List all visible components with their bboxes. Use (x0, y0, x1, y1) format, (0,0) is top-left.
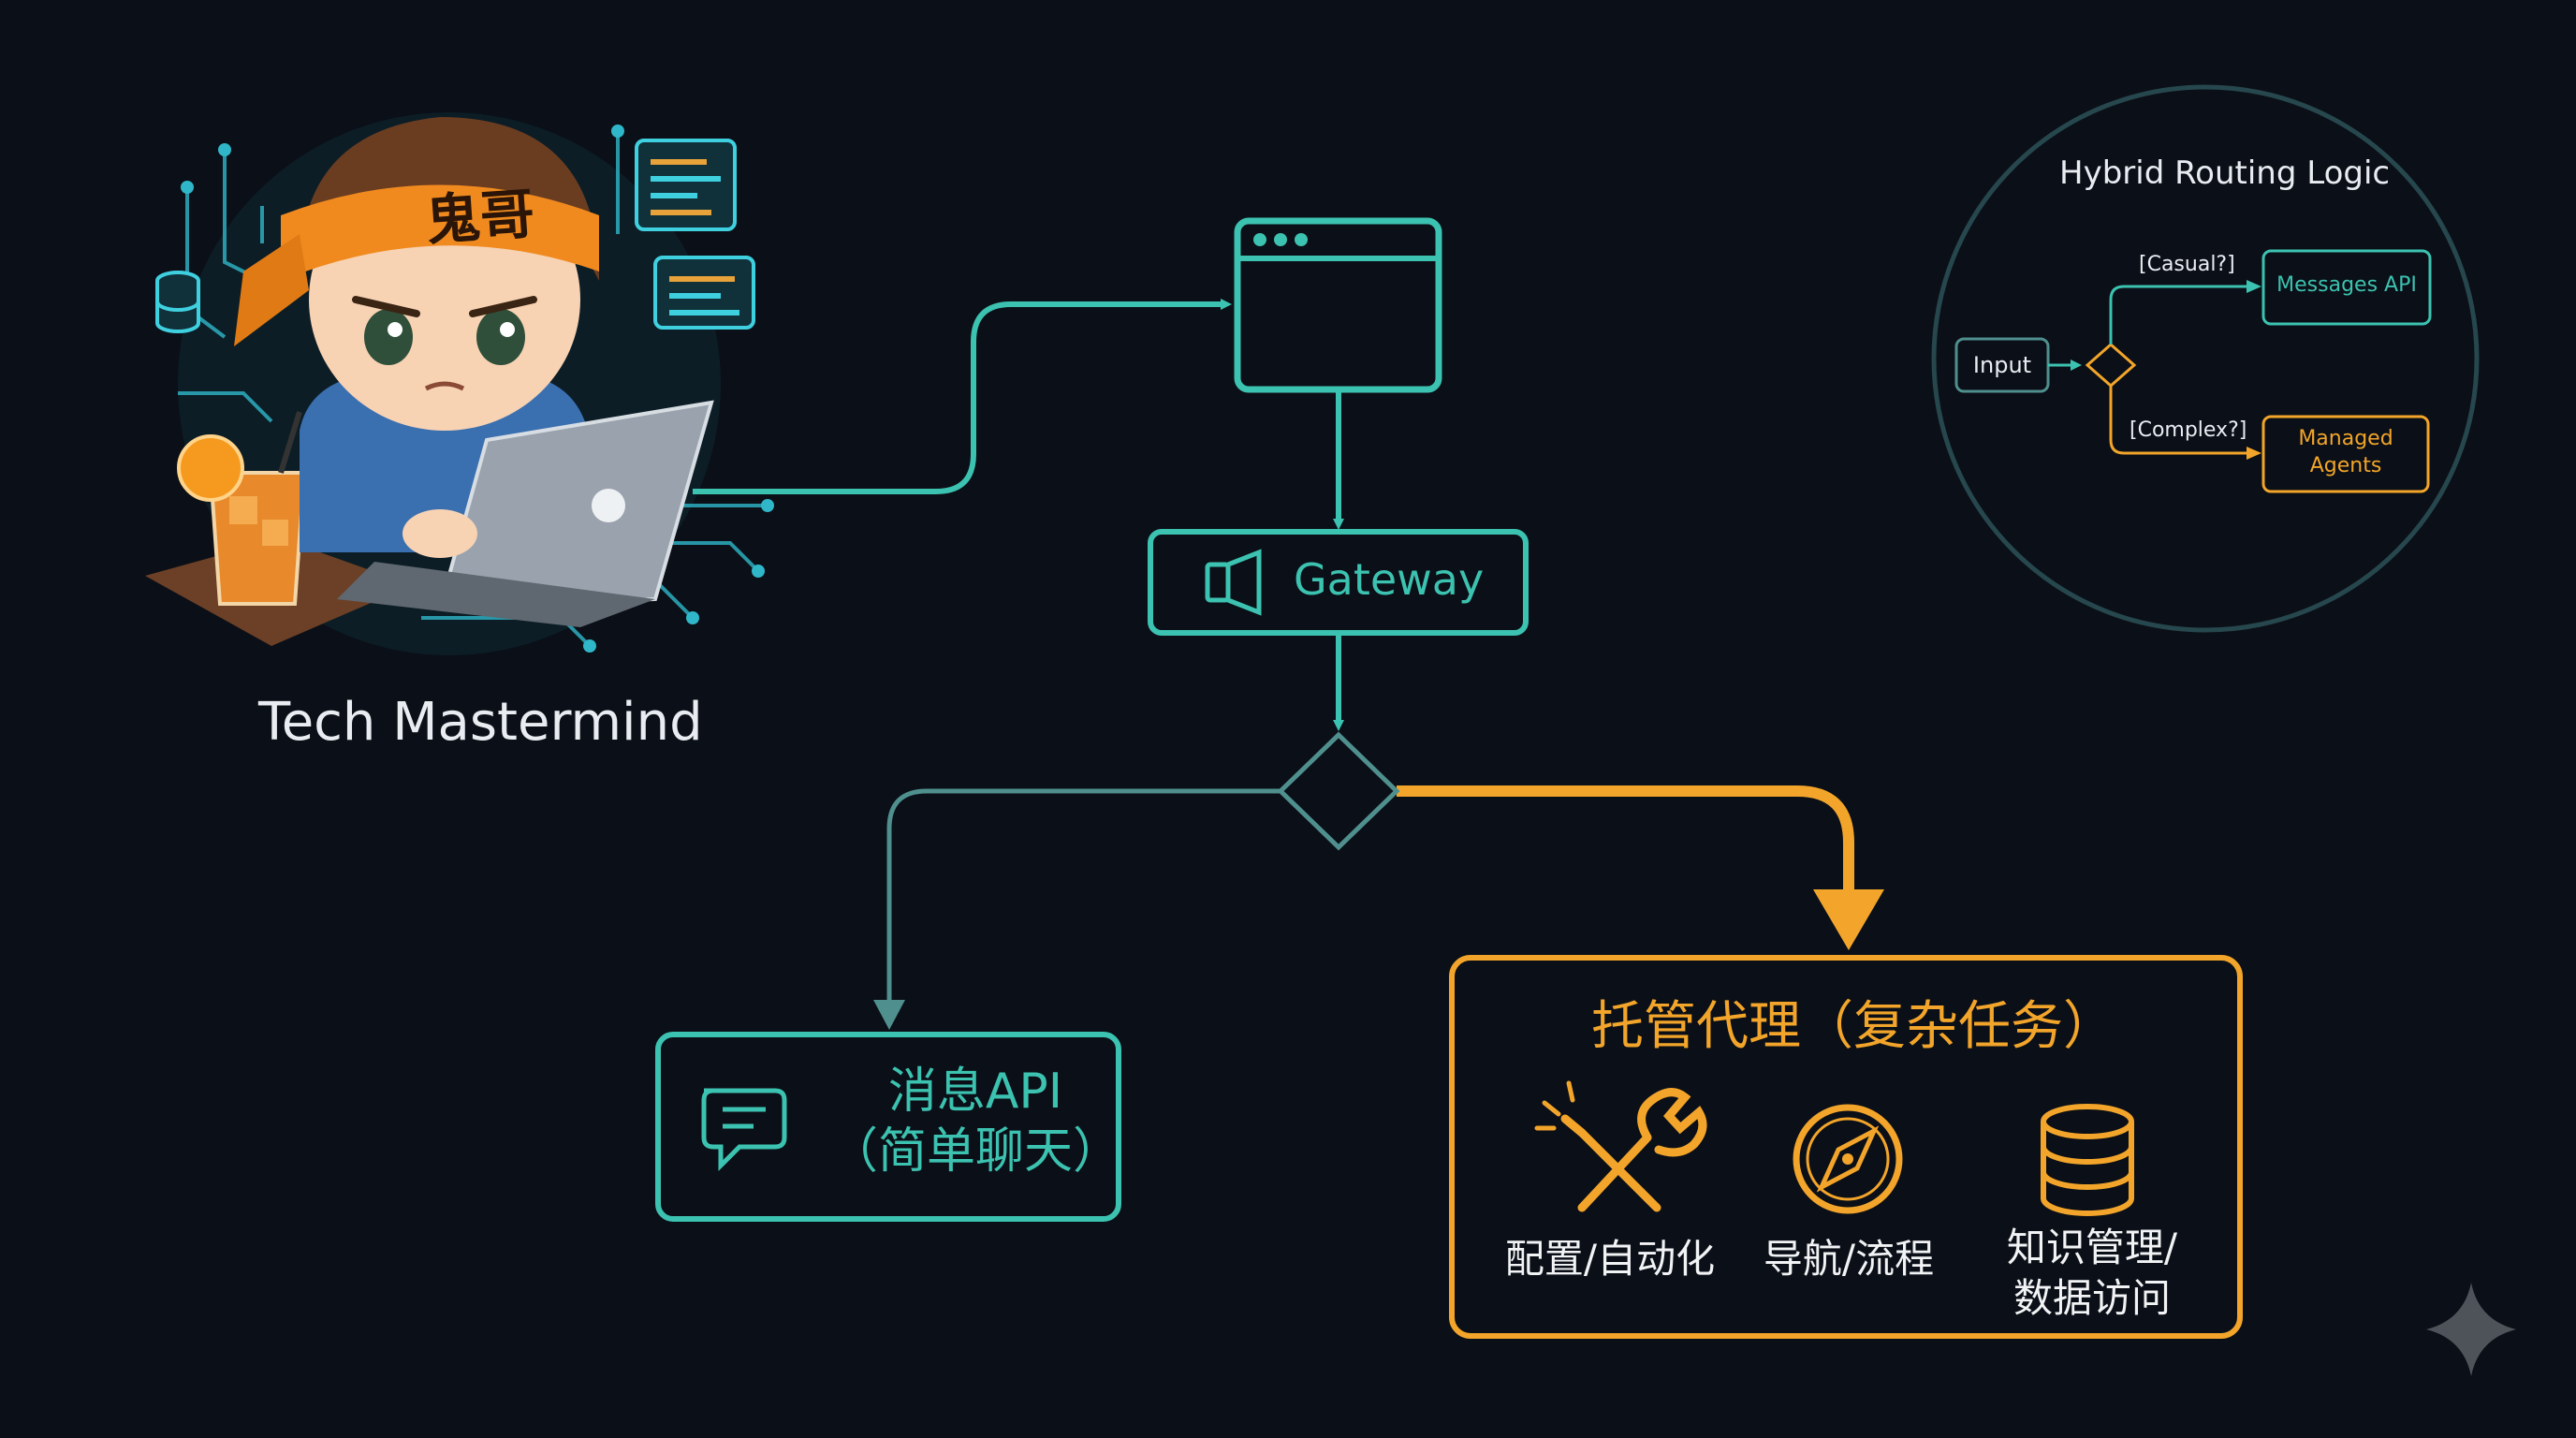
headband-text: 鬼哥 (423, 182, 537, 253)
messages-api-subtitle: （简单聊天） (828, 1123, 1121, 1180)
routing-managed-line1: Managed (2298, 427, 2393, 450)
chat-bubble-icon (701, 1088, 787, 1172)
routing-complex-label: [Complex?] (2130, 418, 2247, 442)
headband (281, 184, 599, 281)
messages-api-box (655, 1032, 1121, 1222)
sparkle-watermark-icon (2426, 1283, 2516, 1376)
capability-label-knowledge-line2: 数据访问 (2012, 1275, 2171, 1321)
right-eye (476, 309, 525, 365)
gateway-label: Gateway (1294, 554, 1485, 605)
routing-messages-api-label: Messages API (2276, 273, 2417, 297)
routing-input-label: Input (1972, 352, 2032, 378)
hero-illustration (145, 112, 774, 655)
megaphone-icon (1205, 549, 1262, 616)
routing-casual-path (2109, 285, 2251, 345)
headband-tail (234, 234, 309, 346)
hero-database-icon (155, 271, 200, 333)
routing-messages-api-box (2261, 249, 2432, 326)
routing-logic-circle (1931, 84, 2480, 633)
left-eye (364, 309, 413, 365)
routing-casual-label: [Casual?] (2139, 253, 2235, 276)
code-window-1 (635, 139, 737, 231)
capability-label-config: 配置/自动化 (1504, 1236, 1716, 1282)
code-window-2 (653, 256, 755, 330)
routing-logic-title: Hybrid Routing Logic (2059, 154, 2391, 192)
database-icon (2041, 1104, 2134, 1216)
compass-icon (1793, 1104, 1903, 1214)
laptop (337, 400, 714, 627)
routing-managed-agents-box (2261, 415, 2430, 493)
managed-agents-title: 托管代理（复杂任务） (1591, 996, 2115, 1057)
hair (300, 117, 599, 281)
decision-to-managed-connector (1397, 785, 1854, 899)
capability-label-navigation: 导航/流程 (1763, 1236, 1935, 1282)
wrench-screwdriver-icon (1534, 1080, 1707, 1212)
managed-arrowhead (1813, 889, 1884, 950)
routing-managed-line2: Agents (2309, 454, 2382, 477)
decision-to-messages-connector (886, 788, 1281, 1025)
client-window-icon (1234, 217, 1442, 393)
routing-complex-path (2109, 386, 2251, 455)
hero-to-client-connector (693, 299, 1232, 494)
messages-arrowhead (873, 1000, 905, 1030)
iced-tea-glass (177, 411, 307, 606)
capability-label-knowledge-line1: 知识管理/ (2006, 1225, 2178, 1270)
decision-diamond (1277, 731, 1400, 851)
messages-api-title: 消息API (887, 1064, 1063, 1120)
apple-logo (592, 489, 625, 522)
hero-label: Tech Mastermind (258, 692, 703, 753)
